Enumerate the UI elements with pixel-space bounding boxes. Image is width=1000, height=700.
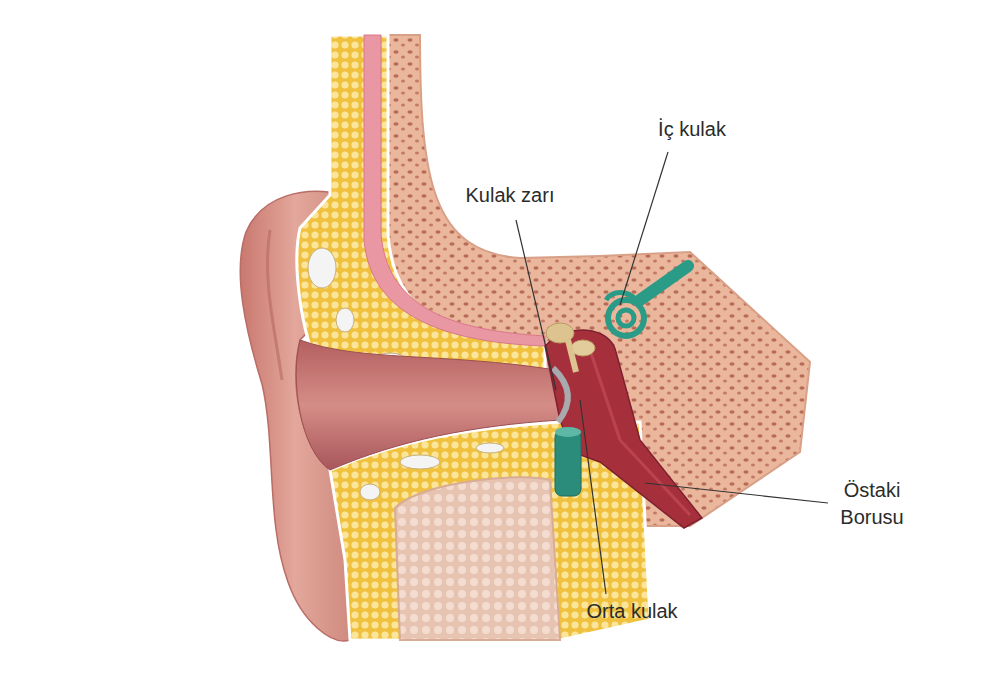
part-label: Östaki Borusu xyxy=(822,477,922,531)
part-label: İç kulak xyxy=(658,116,726,143)
part-label: Orta kulak xyxy=(586,598,677,625)
part-label: Kulak zarı xyxy=(466,182,555,209)
